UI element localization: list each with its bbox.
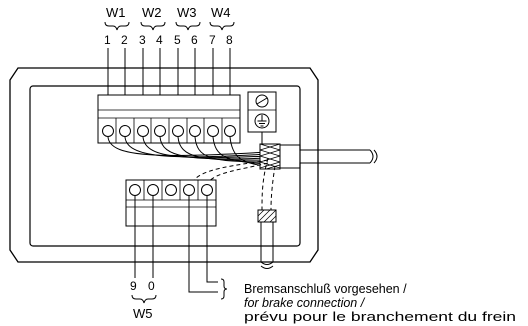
- cable-bundle: [107, 132, 378, 169]
- terminal-number-3: 3: [139, 33, 146, 47]
- terminal-number-2: 2: [121, 33, 128, 47]
- brake-wires-dashed: [191, 157, 276, 211]
- terminal-number-5: 5: [174, 33, 181, 47]
- group-label-w3: W3: [177, 5, 197, 20]
- brake-note-line-2: for brake connection /: [244, 296, 366, 310]
- brake-cable: [257, 209, 277, 269]
- terminal-number-6: 6: [191, 33, 198, 47]
- group-label-w2: W2: [142, 5, 162, 20]
- brake-note-line-1: Bremsanschluß vorgesehen /: [244, 282, 407, 296]
- brake-note-line-3: prévu pour le branchement du frein: [244, 310, 516, 324]
- group-label-w4: W4: [211, 5, 231, 20]
- terminal-number-0: 0: [148, 279, 155, 293]
- terminal-number-9: 9: [130, 279, 137, 293]
- lower-terminal-strip: [125, 179, 217, 227]
- brake-note-brace: [220, 278, 228, 300]
- upper-terminal-strip: [97, 94, 241, 144]
- terminal-number-8: 8: [226, 33, 233, 47]
- ground-terminal: [247, 91, 277, 133]
- group-brace-w5: [131, 294, 157, 304]
- terminal-number-1: 1: [104, 33, 111, 47]
- group-label-w5: W5: [133, 306, 153, 321]
- screw-icon: [255, 94, 269, 108]
- terminal-number-7: 7: [209, 33, 216, 47]
- lower-leads: [134, 196, 218, 293]
- terminal-number-4: 4: [156, 33, 163, 47]
- group-label-w1: W1: [106, 5, 126, 20]
- cable-sleeve: [259, 143, 281, 170]
- group-braces-top: [104, 21, 235, 31]
- ground-symbol-icon: [254, 113, 270, 129]
